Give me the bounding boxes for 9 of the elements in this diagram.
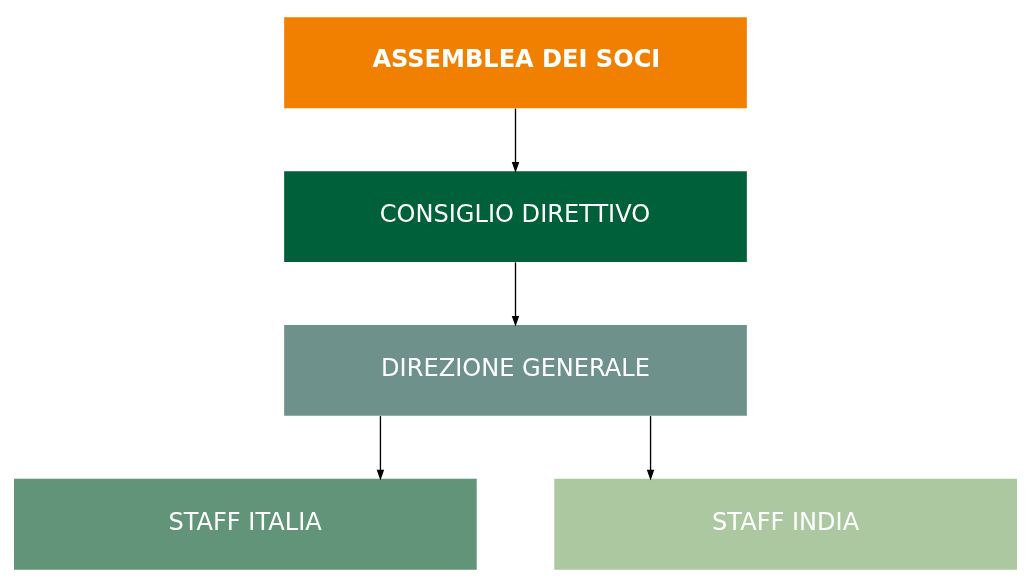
node-box: ASSEMBLEA DEI SOCI [284,17,747,109]
arrow [376,415,385,481]
arrow [511,261,520,327]
arrow [646,415,655,481]
node-box: STAFF INDIA [554,478,1017,570]
arrow [511,107,520,173]
node-box: CONSIGLIO DIRETTIVO [284,171,747,263]
node-box: DIREZIONE GENERALE [284,324,747,416]
node-box: STAFF ITALIA [14,478,477,570]
